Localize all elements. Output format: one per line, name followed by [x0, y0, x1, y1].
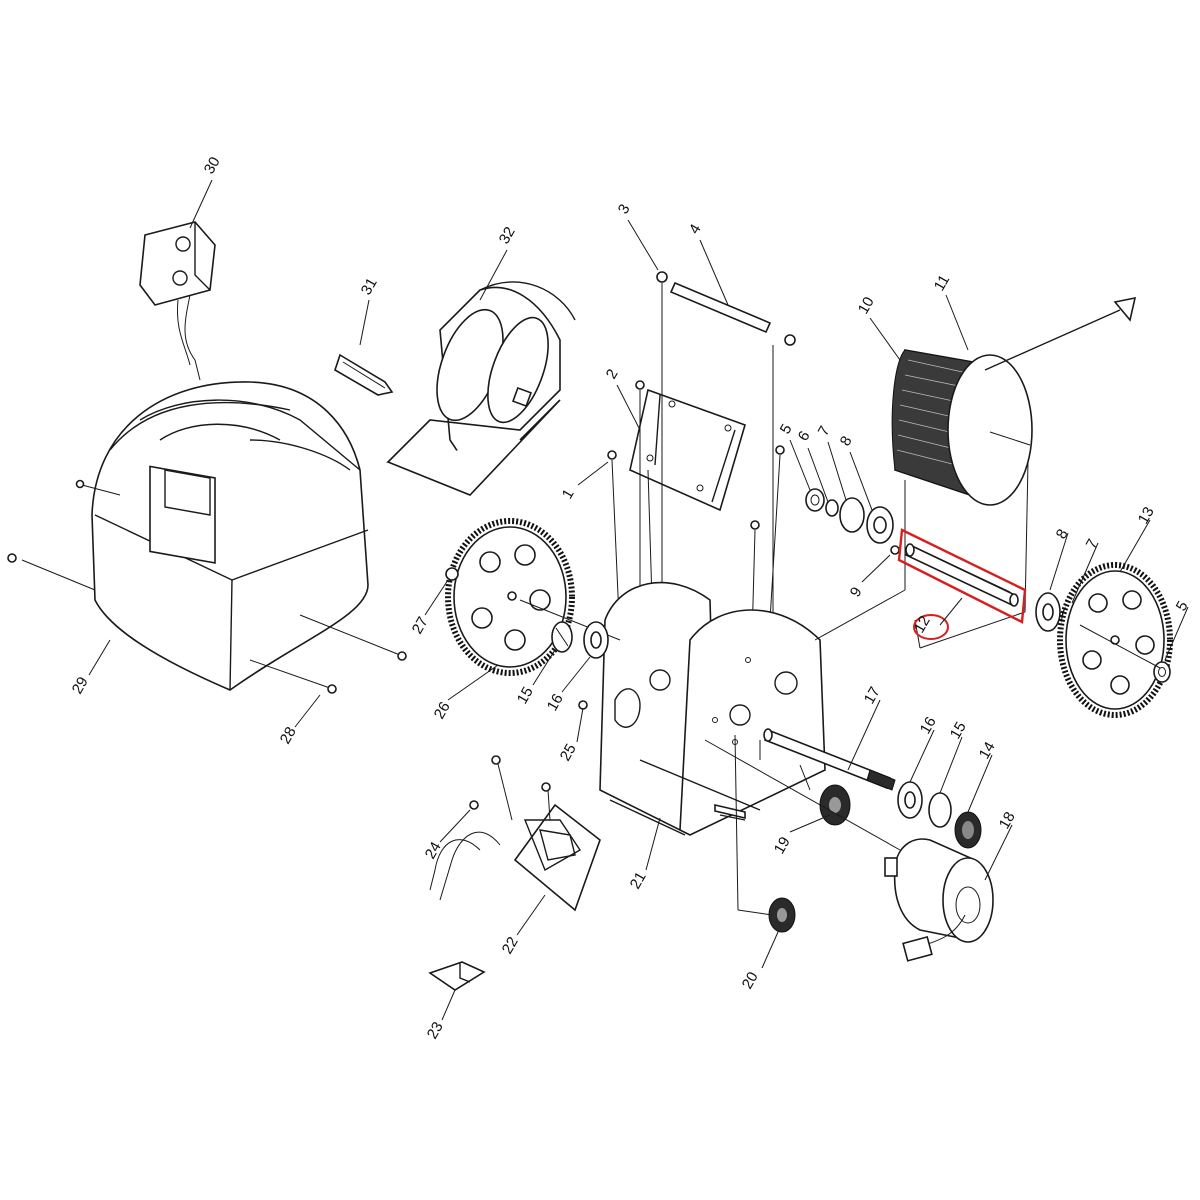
label-22: 22	[499, 934, 522, 957]
label-20: 20	[739, 969, 762, 992]
part-13-drum-gear	[1057, 562, 1173, 718]
leader-lines	[88, 179, 1189, 1021]
gear-20-guide	[734, 734, 739, 911]
part-32-cable-guide	[386, 281, 576, 496]
part-21-frame	[599, 581, 826, 836]
part-7-snap-ring-left	[839, 497, 865, 533]
label-10: 10	[855, 294, 878, 317]
motor-axis-line	[704, 739, 901, 851]
part-8-bearing-left	[866, 506, 894, 544]
drum-leader-down-2	[919, 611, 1026, 649]
part-14-coupler	[954, 811, 982, 849]
part-17-pinion-shaft	[759, 728, 896, 791]
part-16-bearing-right	[897, 781, 923, 819]
label-29: 29	[69, 674, 92, 697]
label-8-right: 8	[1053, 526, 1072, 542]
label-13: 13	[1135, 504, 1158, 527]
label-30: 30	[201, 154, 224, 177]
part-16-bearing-left	[583, 621, 609, 659]
part-12-shaft	[904, 543, 1019, 607]
part-10-drum	[891, 349, 1033, 506]
part-5-nut-right	[1153, 661, 1171, 683]
part-18-motor	[884, 838, 994, 962]
label-28: 28	[277, 724, 300, 747]
part-26-large-gear	[445, 518, 621, 676]
label-24: 24	[422, 839, 445, 862]
label-6: 6	[795, 428, 814, 444]
label-26: 26	[431, 699, 454, 722]
label-14: 14	[976, 739, 999, 762]
label-5-right: 5	[1173, 598, 1192, 614]
label-21: 21	[627, 869, 650, 892]
part-20-gear	[768, 897, 796, 933]
label-25: 25	[557, 741, 580, 764]
part-22-solenoid-pack	[429, 755, 601, 912]
label-5-left: 5	[777, 421, 796, 437]
label-1: 1	[559, 486, 578, 502]
part-25-screw	[578, 700, 588, 710]
part-23-bracket	[428, 961, 486, 991]
label-11: 11	[931, 272, 954, 294]
right-axis-line	[1079, 624, 1161, 669]
part-12-highlight-circle	[913, 614, 949, 640]
label-18: 18	[996, 809, 1019, 832]
part-6-washer	[825, 499, 839, 517]
label-4: 4	[686, 221, 705, 237]
label-2: 2	[603, 366, 622, 382]
part-12-highlight-box	[897, 528, 1027, 624]
part-29-cover	[7, 381, 407, 694]
drum-leader-down	[814, 589, 906, 641]
part-31-pin	[334, 353, 394, 396]
part-labels: 30 31 32 3 4 2 1 5 6 7 8 10 11 9 12 8 7 …	[69, 154, 1192, 1042]
part-11-cable-hook	[984, 296, 1137, 371]
part-2-mounting-plate	[607, 380, 785, 530]
part-9-small-pin	[890, 545, 900, 555]
label-8-left: 8	[837, 433, 856, 449]
label-27: 27	[409, 614, 432, 637]
part-15-snap-ring-left	[551, 621, 573, 653]
label-31: 31	[358, 275, 381, 298]
part-19-gear	[819, 784, 851, 826]
part-8-bearing-right	[1035, 592, 1061, 632]
label-9: 9	[847, 584, 866, 600]
label-16-right: 16	[917, 714, 940, 737]
gear-20-guide-2	[737, 909, 773, 916]
label-15-right: 15	[947, 719, 970, 742]
label-7-left: 7	[815, 423, 834, 439]
label-3: 3	[615, 201, 634, 217]
part-27-nut	[445, 567, 459, 581]
part-15-snap-ring-right	[928, 792, 952, 828]
part-4-rod	[656, 271, 796, 346]
label-16-left: 16	[544, 691, 567, 714]
label-17: 17	[861, 684, 884, 707]
drum-leader-right	[1024, 461, 1029, 613]
label-7-right: 7	[1083, 536, 1102, 552]
part-5-nut-left	[805, 488, 825, 512]
label-15-left: 15	[514, 684, 537, 707]
label-12: 12	[911, 613, 934, 636]
label-19: 19	[771, 834, 794, 857]
label-23: 23	[424, 1019, 447, 1042]
label-32: 32	[496, 224, 519, 247]
part-30-switch-panel	[139, 221, 216, 381]
